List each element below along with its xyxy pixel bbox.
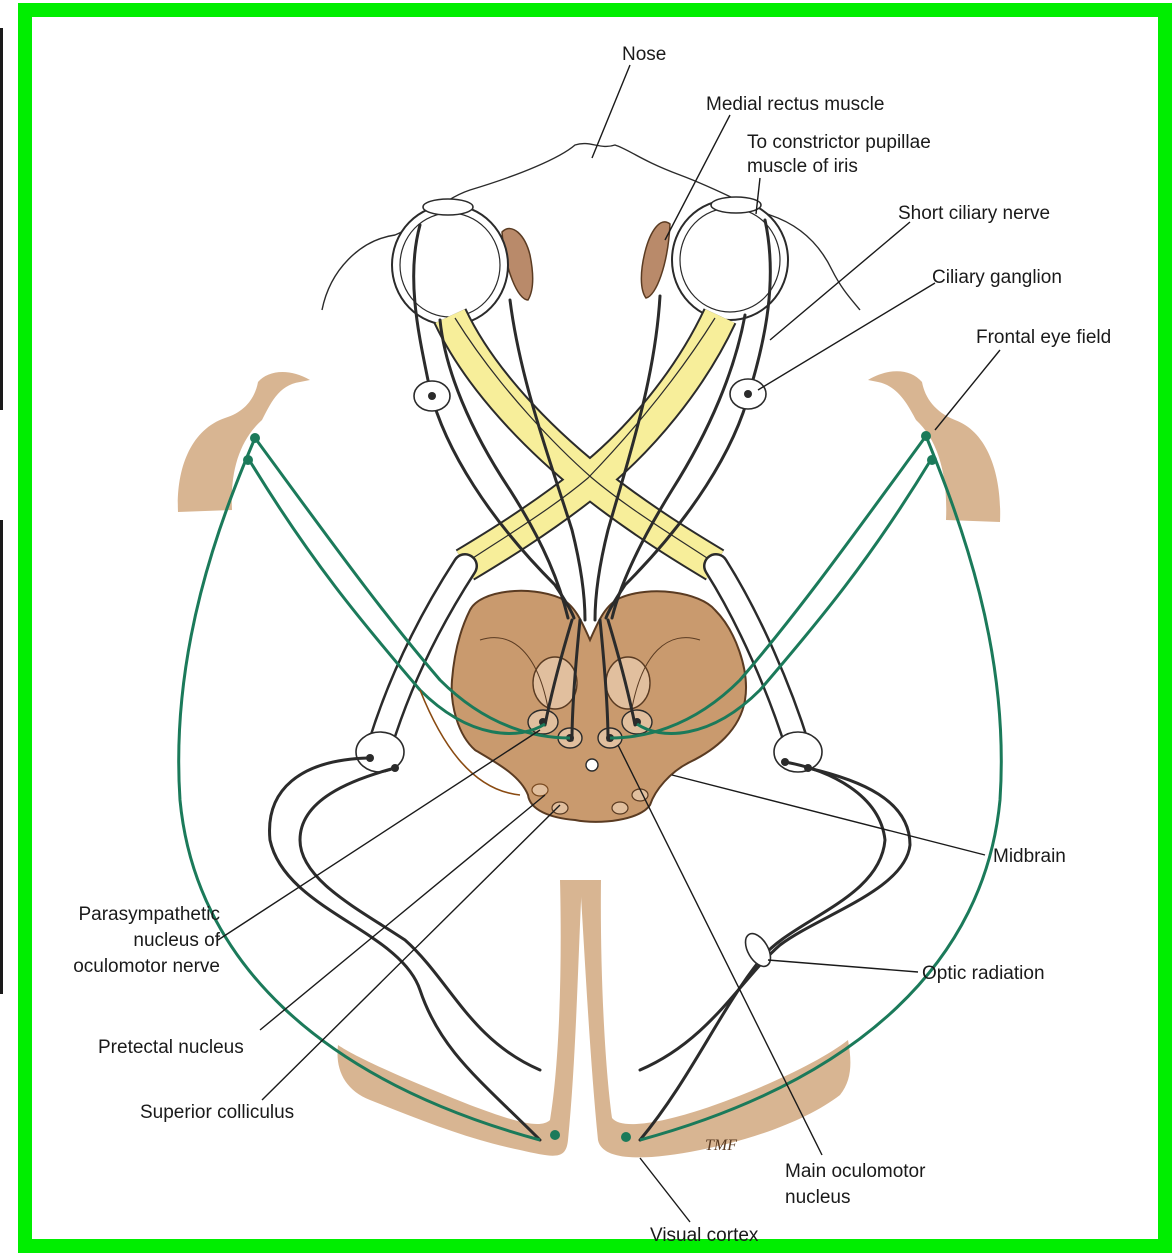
label-ciliary-ganglion: Ciliary ganglion [932, 267, 1062, 288]
medial-rectus-right [641, 222, 670, 298]
label-main-oculomotor-2: nucleus [785, 1187, 851, 1208]
midbrain [452, 591, 746, 822]
label-optic-radiation: Optic radiation [922, 963, 1045, 984]
label-parasympathetic-3: oculomotor nerve [73, 956, 220, 977]
label-parasympathetic-2: nucleus of [133, 930, 220, 951]
label-frontal-eye-field: Frontal eye field [976, 327, 1111, 348]
artist-signature: TMF [705, 1137, 737, 1154]
label-main-oculomotor-1: Main oculomotor [785, 1161, 926, 1182]
label-short-ciliary: Short ciliary nerve [898, 203, 1050, 224]
eye-left [392, 199, 508, 325]
label-pretectal: Pretectal nucleus [98, 1037, 244, 1058]
label-constrictor-2: muscle of iris [747, 156, 858, 177]
label-medial-rectus: Medial rectus muscle [706, 94, 884, 115]
label-midbrain: Midbrain [993, 846, 1066, 867]
label-parasympathetic-1: Parasympathetic [78, 904, 220, 925]
optic-chiasm [450, 316, 720, 565]
edge-bar-bottom [0, 520, 3, 994]
label-constrictor-1: To constrictor pupillae [747, 132, 931, 153]
label-nose: Nose [622, 44, 666, 65]
label-visual-cortex: Visual cortex [650, 1225, 759, 1246]
label-superior-colliculus: Superior colliculus [140, 1102, 294, 1123]
edge-bar-top [0, 28, 3, 410]
